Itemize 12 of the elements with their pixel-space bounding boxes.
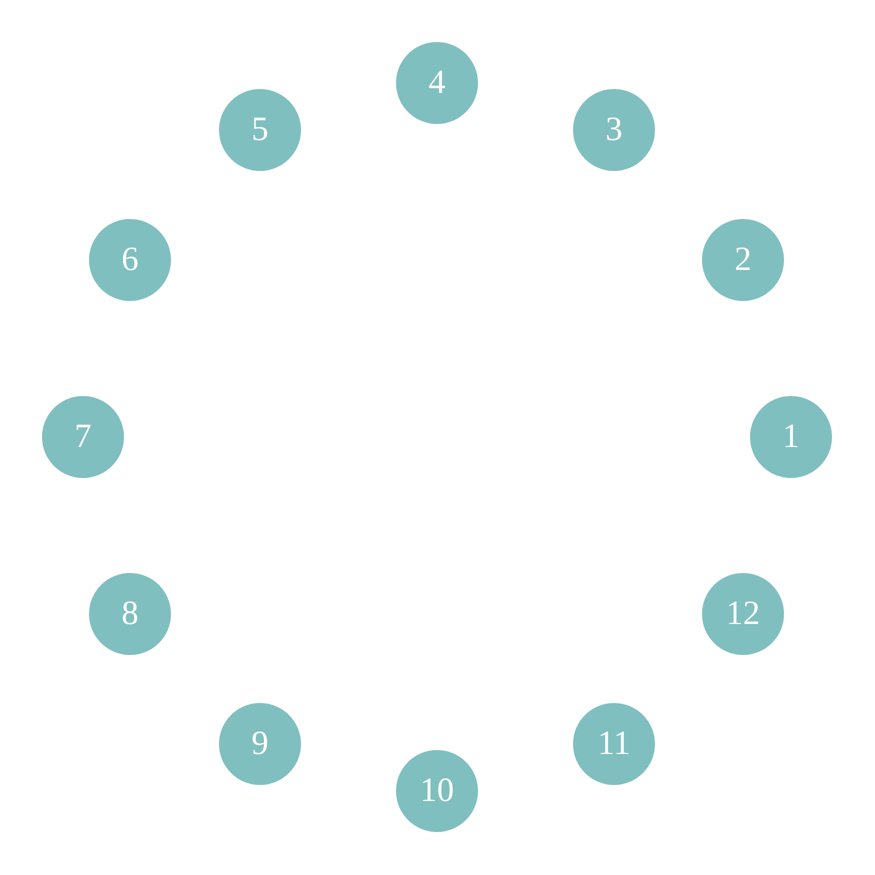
circle-number: 10 — [420, 774, 454, 808]
circle-number: 12 — [726, 597, 760, 631]
circle-number: 2 — [734, 243, 752, 277]
circle-number: 11 — [598, 727, 630, 761]
circle-number: 9 — [252, 727, 268, 761]
circle-number: 1 — [782, 420, 800, 454]
circle-number: 3 — [606, 113, 622, 147]
circle-number: 4 — [428, 66, 446, 100]
circle-number: 7 — [74, 420, 92, 454]
circle-number: 6 — [122, 243, 138, 277]
circle-number: 8 — [122, 597, 138, 631]
circle-number: 5 — [252, 113, 268, 147]
